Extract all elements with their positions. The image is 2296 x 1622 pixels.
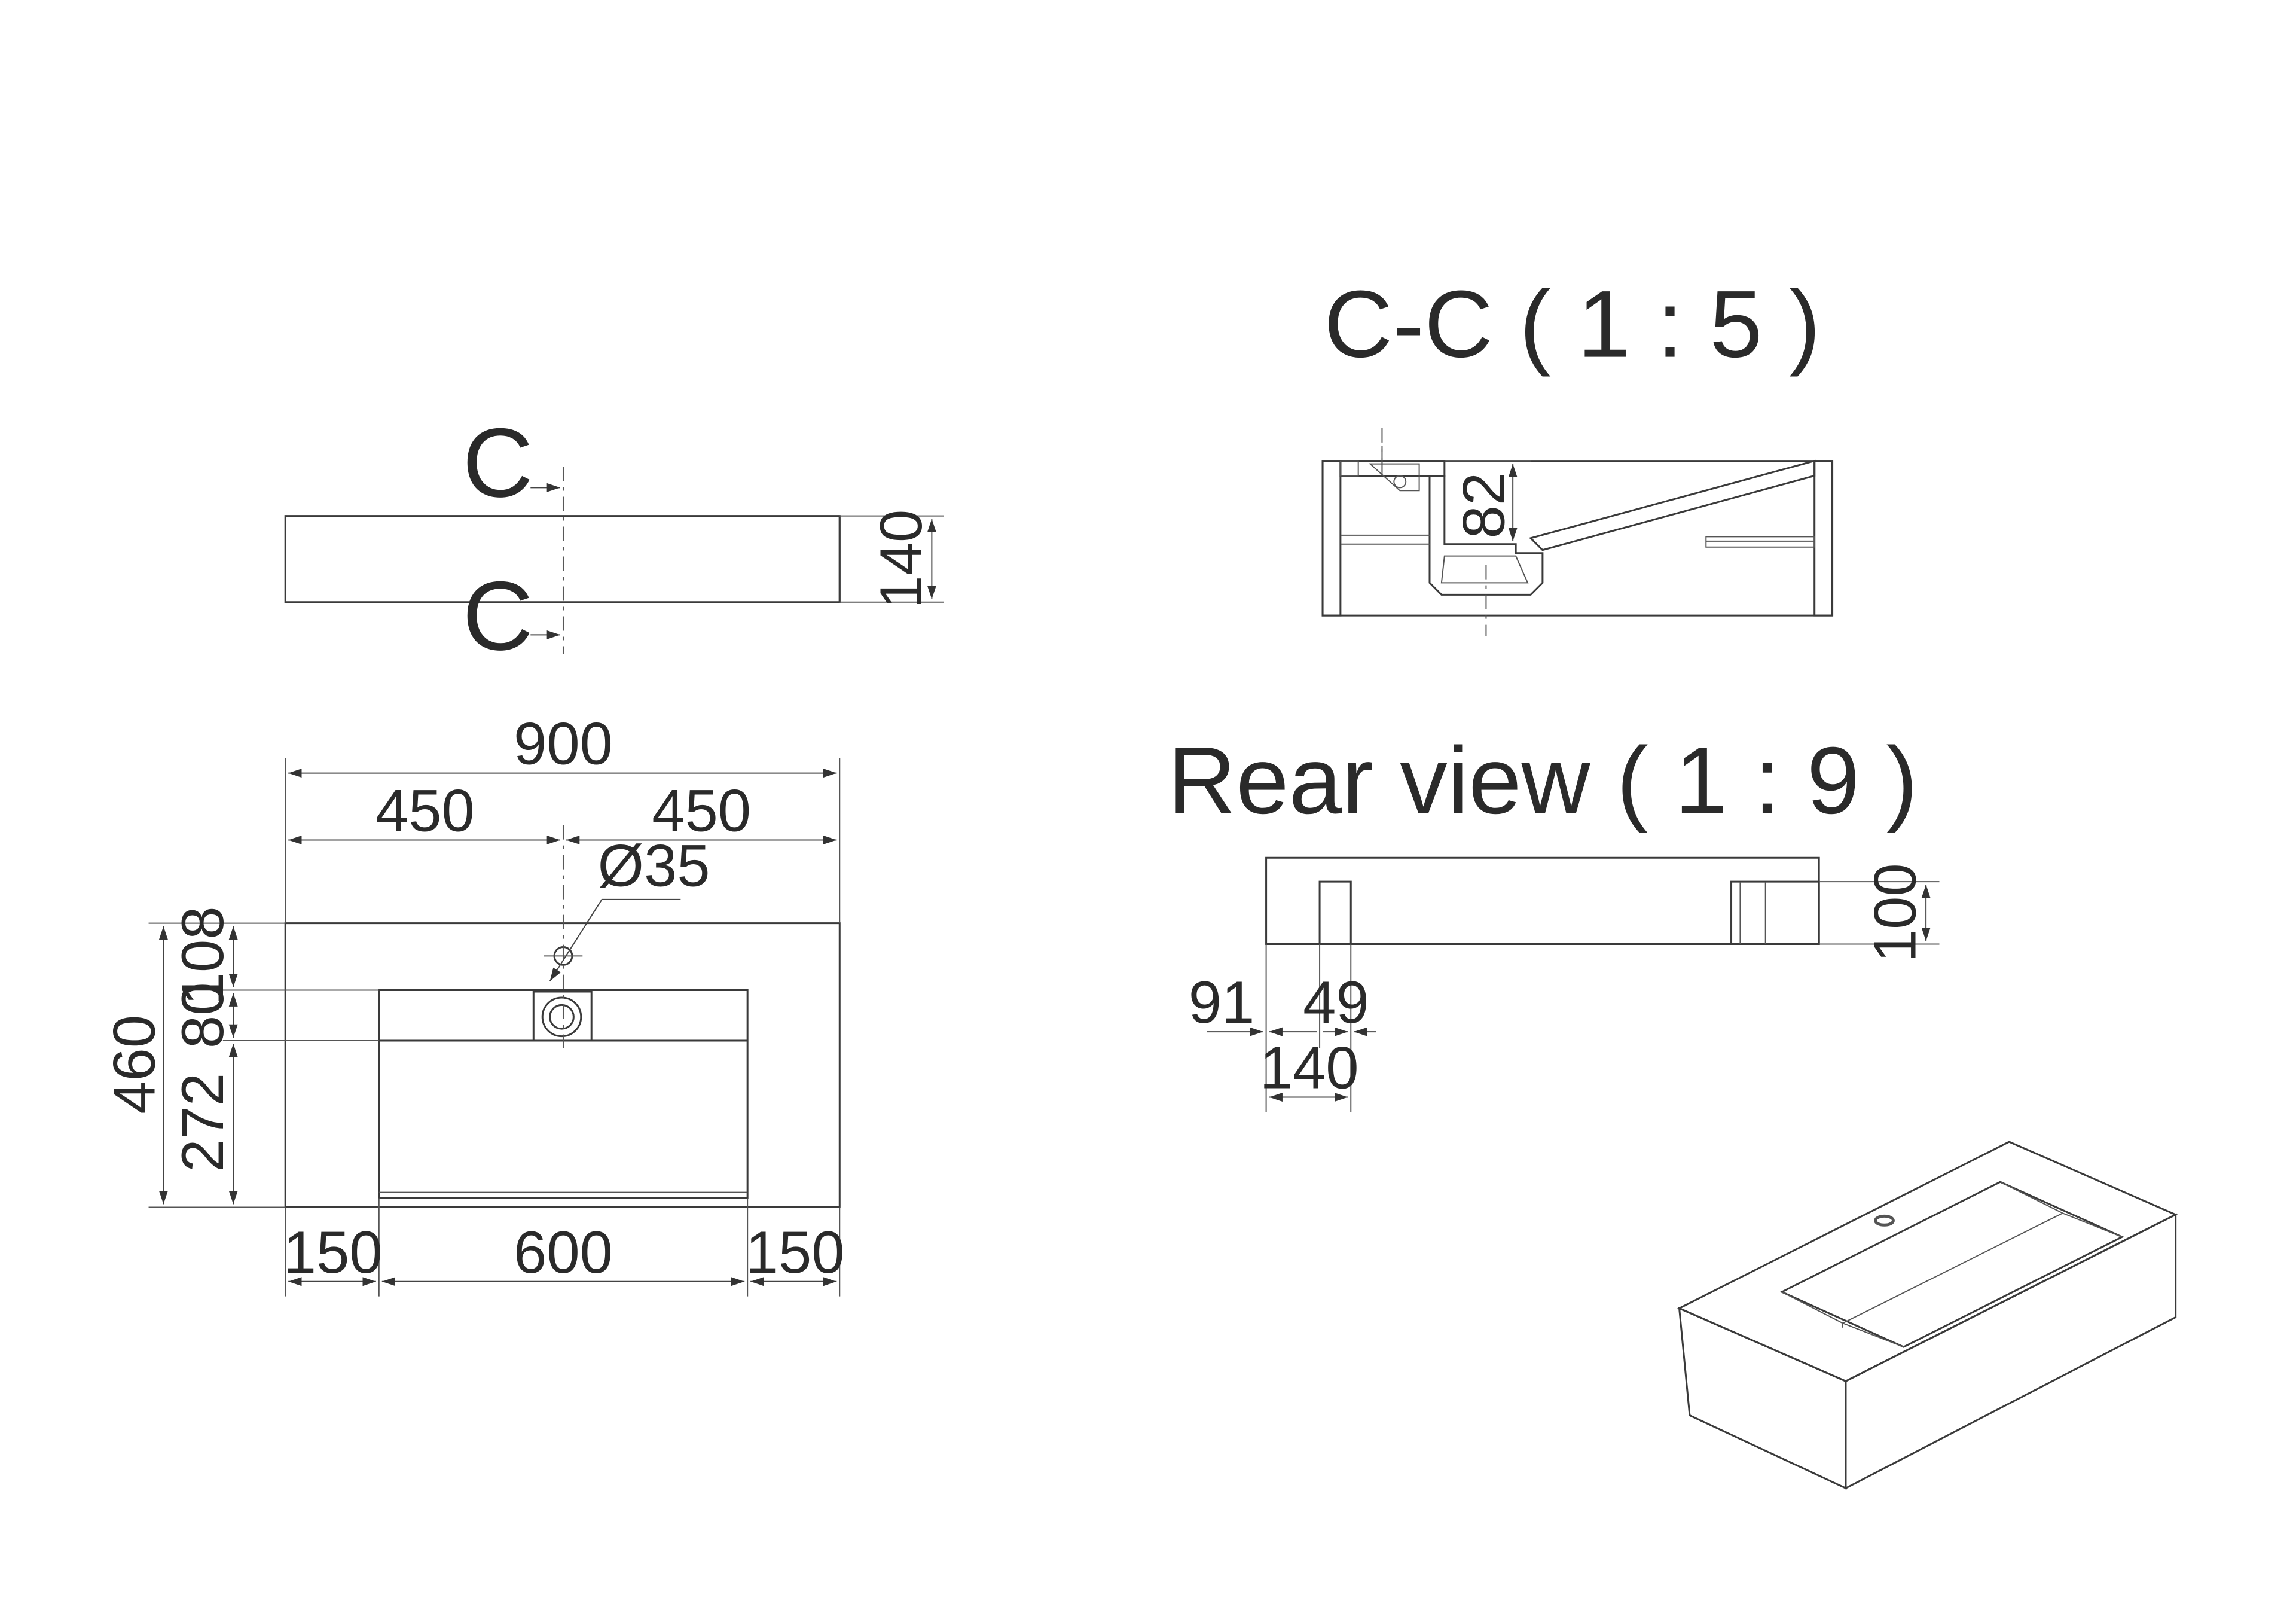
overall-depth-dim: 460 bbox=[101, 1015, 167, 1114]
side-view: C C 140 bbox=[285, 407, 944, 670]
drain-outer bbox=[542, 998, 581, 1036]
bracket-height-dim: 100 bbox=[1863, 863, 1929, 962]
section-view: C-C ( 1 : 5 ) 82 bbox=[1323, 271, 1833, 636]
left-bracket bbox=[1320, 882, 1351, 944]
side-height-dim: 140 bbox=[868, 510, 935, 609]
iso-tap-hole bbox=[1874, 1214, 1895, 1227]
rear-bracket-width-dim: 49 bbox=[1303, 969, 1369, 1036]
drain-inner bbox=[550, 1005, 574, 1029]
left-half-dim: 450 bbox=[375, 778, 475, 844]
basin-outline bbox=[379, 990, 747, 1199]
isometric-view bbox=[1680, 1142, 2176, 1488]
iso-top-face bbox=[1680, 1142, 2176, 1381]
section-marker-bottom: C bbox=[462, 560, 533, 670]
iso-basin-opening bbox=[1782, 1182, 2122, 1347]
right-half-dim: 450 bbox=[652, 778, 751, 844]
basin-depth-dim: 272 bbox=[170, 1073, 236, 1172]
drain-box bbox=[533, 992, 591, 1041]
rear-spacing-dim: 140 bbox=[1260, 1035, 1359, 1102]
iso-right-face bbox=[1846, 1215, 2176, 1488]
side-view-outline bbox=[285, 516, 839, 602]
section-depth-dim: 82 bbox=[1451, 472, 1517, 539]
rear-offset-dim: 91 bbox=[1189, 969, 1255, 1036]
rear-view-title: Rear view ( 1 : 9 ) bbox=[1167, 727, 1918, 834]
front-offset-dim: 108 bbox=[170, 906, 236, 1005]
right-bracket bbox=[1732, 882, 1819, 944]
rear-view: Rear view ( 1 : 9 ) 100 91 49 140 bbox=[1167, 727, 1939, 1112]
left-margin-dim: 150 bbox=[283, 1219, 383, 1286]
section-title: C-C ( 1 : 5 ) bbox=[1324, 271, 1821, 377]
plan-outline bbox=[285, 923, 839, 1208]
overall-width-dim: 900 bbox=[514, 711, 613, 778]
rear-outline bbox=[1266, 858, 1819, 944]
section-marker-top: C bbox=[462, 407, 533, 517]
iso-front-face bbox=[1680, 1308, 1846, 1488]
plan-view: Ø35 900 450 450 460 108 80 272 bbox=[101, 711, 845, 1297]
section-outline bbox=[1323, 461, 1833, 616]
drain-band-dim: 80 bbox=[170, 983, 236, 1049]
right-margin-dim: 150 bbox=[746, 1219, 845, 1286]
basin-width-dim: 600 bbox=[514, 1219, 613, 1286]
